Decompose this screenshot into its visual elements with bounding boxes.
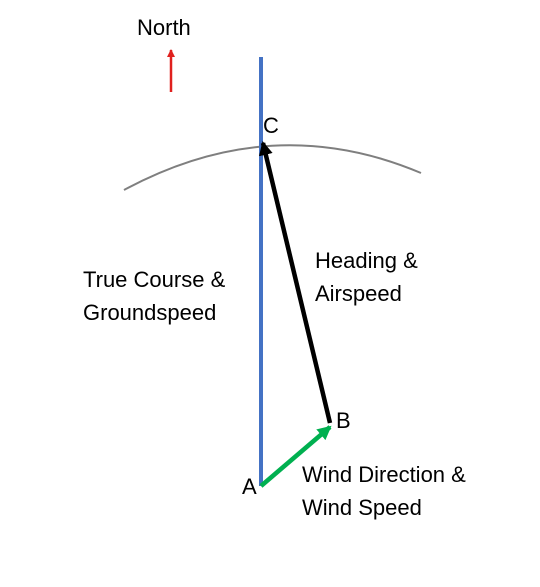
- wind-label-line2: Wind Speed: [302, 495, 422, 520]
- point-c-label: C: [263, 113, 279, 138]
- wind-vector: [259, 425, 332, 488]
- heading-label-line2: Airspeed: [315, 281, 402, 306]
- north-label: North: [137, 15, 191, 40]
- point-a-label: A: [242, 474, 257, 499]
- heading-vector: [258, 141, 333, 424]
- heading-label-line1: Heading &: [315, 248, 418, 273]
- wind-label-line1: Wind Direction &: [302, 462, 466, 487]
- point-b-label: B: [336, 408, 351, 433]
- true-course-label-line2: Groundspeed: [83, 300, 216, 325]
- true-course-label-line1: True Course &: [83, 267, 226, 292]
